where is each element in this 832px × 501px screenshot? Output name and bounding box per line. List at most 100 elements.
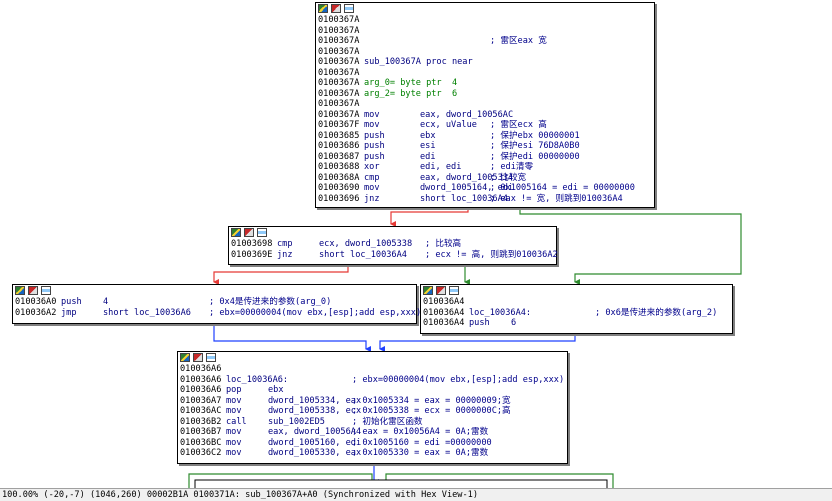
asm-address: 0100367F: [318, 120, 360, 130]
text-view-icon[interactable]: [449, 286, 459, 295]
asm-line[interactable]: 010036A4: [421, 297, 732, 308]
asm-comment: ; 比较高: [425, 239, 462, 249]
asm-address: 010036BC: [180, 437, 222, 448]
edge-b1-b4: [519, 206, 742, 285]
graph-icon[interactable]: [318, 4, 328, 13]
asm-operands: ebx: [420, 130, 436, 141]
asm-operands: 4: [103, 297, 109, 307]
asm-comment: ; eax != 宽, 则跳到010036A4: [490, 193, 623, 204]
asm-line[interactable]: 0100367A: [316, 68, 654, 79]
asm-line[interactable]: 0100367A: [316, 26, 654, 37]
block-header: [13, 285, 416, 297]
text-view-icon[interactable]: [206, 353, 216, 362]
asm-operands: dword_1005338, ecx: [268, 406, 362, 416]
asm-comment: ; 雷区ecx 高: [490, 120, 547, 130]
asm-line[interactable]: 0100367A; 雷区eax 宽: [316, 36, 654, 47]
asm-comment: ; 0x1005164 = edi = 00000000: [490, 183, 635, 193]
block-header: [316, 3, 654, 15]
asm-label: loc_10036A6:: [226, 374, 289, 385]
asm-comment: ; 0x6是传进来的参数(arg_2): [595, 307, 718, 318]
text-view-icon[interactable]: [344, 4, 354, 13]
graph-icon[interactable]: [15, 286, 25, 295]
asm-mnemonic: push: [61, 297, 82, 307]
asm-operands: ecx, dword_1005338: [319, 239, 413, 249]
asm-mnemonic: push: [364, 141, 385, 151]
asm-address: 01003698: [231, 239, 273, 249]
asm-mnemonic: call: [226, 416, 247, 427]
image-icon[interactable]: [436, 286, 446, 295]
asm-comment: ; 保护edi 00000000: [490, 151, 580, 162]
graph-icon[interactable]: [231, 228, 241, 237]
asm-comment: ; edi清零: [490, 162, 534, 172]
image-icon[interactable]: [331, 4, 341, 13]
edge-b2-b3: [213, 263, 349, 285]
asm-address: 0100367A: [318, 99, 360, 109]
image-icon[interactable]: [244, 228, 254, 237]
asm-operands: dword_1005334, eax: [268, 395, 362, 406]
graph-icon[interactable]: [180, 353, 190, 362]
text-view-icon[interactable]: [257, 228, 267, 237]
asm-comment: ; 0x1005160 = edi =00000000: [352, 437, 492, 448]
text-view-icon[interactable]: [41, 286, 51, 295]
image-icon[interactable]: [193, 353, 203, 362]
graph-icon[interactable]: [423, 286, 433, 295]
image-icon[interactable]: [28, 286, 38, 295]
asm-comment: ; 0x1005334 = eax = 00000009;宽: [352, 395, 511, 406]
asm-line[interactable]: 0100367A: [316, 15, 654, 26]
asm-comment: ; 雷区eax 宽: [490, 36, 547, 46]
asm-comment: ; 保护ebx 00000001: [490, 130, 580, 141]
asm-line[interactable]: 010036A6: [178, 364, 567, 375]
asm-address: 010036A6: [180, 385, 222, 395]
asm-comment: ; eax = 0x10056A4 = 0A;雷数: [352, 427, 489, 437]
status-bar: 100.00% (-20,-7) (1046,260) 00002B1A 010…: [0, 488, 832, 501]
asm-operands: eax, dword_10056A4: [268, 427, 362, 437]
block-header: [421, 285, 732, 297]
asm-address: 010036A2: [15, 307, 57, 318]
asm-operands: edi: [420, 151, 436, 162]
edge-b1-b2: [390, 206, 469, 227]
asm-comment: ; ebx=00000004(mov ebx,[esp];add esp,xxx…: [209, 307, 422, 318]
asm-label: loc_10036A4:: [469, 307, 532, 318]
asm-operands: sub_1002ED5: [268, 416, 325, 427]
asm-comment: ; ecx != 高, 则跳到010036A2: [425, 249, 558, 260]
asm-address: 0100367A: [318, 57, 360, 67]
asm-address: 0100368A: [318, 172, 360, 183]
flow-edges: [188, 206, 742, 488]
asm-operands: ecx, uValue: [420, 120, 477, 130]
asm-line[interactable]: 0100367A: [316, 99, 654, 110]
asm-line[interactable]: 0100367A: [316, 47, 654, 58]
asm-mnemonic: jnz: [277, 249, 293, 260]
